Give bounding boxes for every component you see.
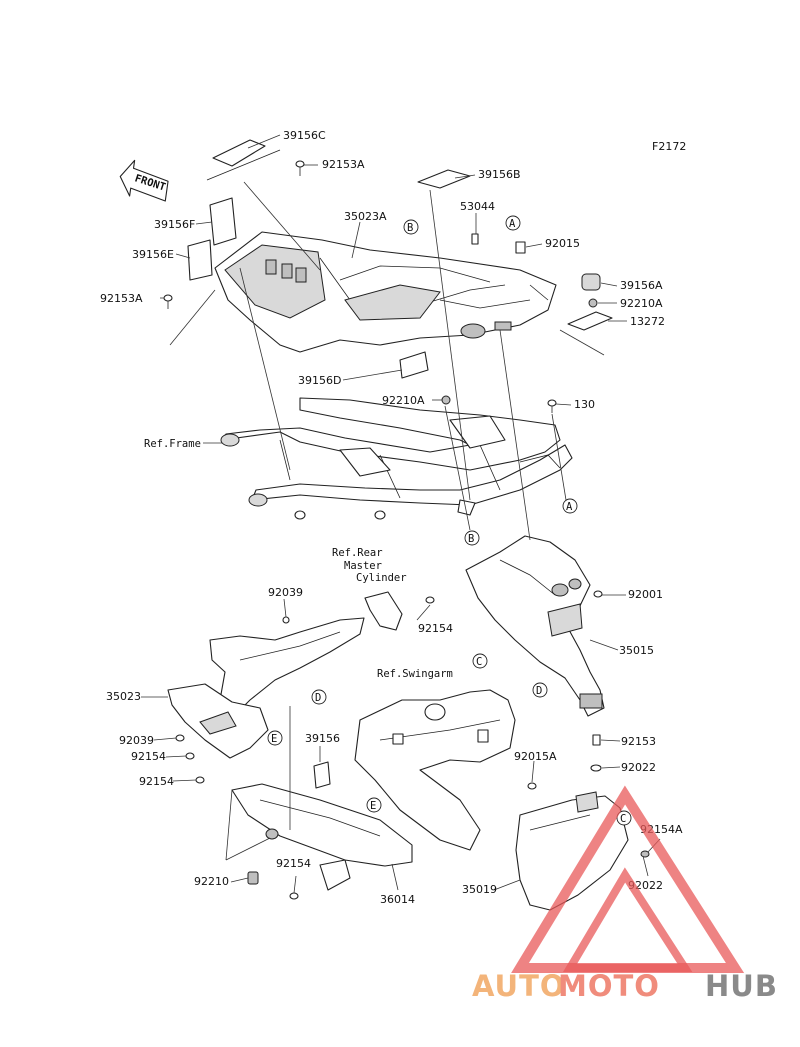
part-label: 35023 [106,690,141,703]
part-label: 92154 [276,857,311,870]
pad-39156B-drawing [417,169,471,189]
svg-text:E: E [370,800,376,812]
part-label: 92210A [620,297,663,310]
front-fender-35023-drawing [167,617,365,759]
bolt-92153A-drawing [295,160,305,176]
marker-c-lower: C [616,810,632,826]
bolt-92153A-lower-drawing [163,294,173,309]
washer-92022-drawing [590,764,602,772]
master-cylinder-bracket-drawing [364,591,435,631]
part-label: 39156E [132,248,174,261]
part-label: 130 [574,398,595,411]
part-label: 92039 [119,734,154,747]
svg-text:A: A [566,501,573,513]
svg-text:B: B [407,222,413,234]
watermark-hub: HUB [705,969,778,1003]
mudguard-35019-drawing [515,782,629,911]
chain-cover-36014-drawing [231,783,413,891]
pad-39156D-drawing [399,351,429,379]
strap-13272-drawing [567,311,613,331]
part-label: 36014 [380,893,415,906]
part-label: 39156B [478,168,521,181]
part-label: 92001 [628,588,663,601]
part-label: 92210 [194,875,229,888]
part-label: 35023A [344,210,387,223]
part-label: 35015 [619,644,654,657]
part-label: 92154 [139,775,174,788]
marker-b-upper: B [403,219,419,235]
part-label: 53044 [460,200,495,213]
damper-39156A-drawing [581,273,601,291]
tray-35023A-drawing [214,231,557,353]
part-label: 92015A [514,750,557,763]
part-label: 92039 [268,586,303,599]
swingarm-drawing [354,689,516,851]
marker-a-lower: A [562,498,578,514]
rear-fender-35015-drawing [465,535,605,717]
part-label: 39156F [154,218,195,231]
rear-frame-drawing [220,397,573,520]
marker-b-lower: B [464,530,480,546]
watermark-auto: AUTO [472,969,566,1003]
marker-e-mid: E [366,797,382,813]
part-label: 92022 [621,761,656,774]
svg-text:D: D [315,692,321,704]
nut-92210A-mid-drawing [441,395,451,405]
svg-text:E: E [271,733,277,745]
watermark-logo: AUTO MOTO HUB [472,785,778,1003]
ref-master-cylinder-line3: Cylinder [356,572,407,584]
svg-text:C: C [476,656,482,668]
part-label: 92154 [418,622,453,635]
marker-e-left: E [267,730,283,746]
bolt-92153-drawing [592,734,601,746]
nut-92210A-drawing [588,298,598,308]
nut-92210-drawing [247,871,259,885]
ref-swingarm-label: Ref.Swingarm [377,668,453,680]
svg-text:B: B [468,533,474,545]
part-label: 39156 [305,732,340,745]
figure-code: F2172 [652,140,686,153]
part-label: 92153A [322,158,365,171]
clip-92039-drawing [282,616,290,624]
part-label: 35019 [462,883,497,896]
part-label: 39156A [620,279,663,292]
marker-a-upper: A [505,215,521,231]
leader-lines [141,134,661,894]
clip-92039-lower-drawing [175,734,185,742]
front-arrow-icon: FRONT [119,159,169,202]
ref-master-cylinder-line1: Ref.Rear [332,547,383,559]
collar-92015-drawing [515,241,526,254]
ref-frame-label: Ref.Frame [144,438,201,450]
part-label: 92015 [545,237,580,250]
svg-text:A: A [509,218,516,230]
part-label: 92210A [382,394,425,407]
part-label: 39156C [283,129,326,142]
part-label: 39156D [298,374,341,387]
ref-master-cylinder-line2: Master [344,560,382,572]
marker-d-right: D [532,682,548,698]
pad-39156F-drawing [209,197,237,246]
part-label: 92153A [100,292,143,305]
marker-d-left: D [311,689,327,705]
bolt-130-drawing [547,399,557,413]
screw-92154A-drawing [640,850,650,858]
part-number-labels: 39156C 92153A 39156B 39156F 35023A 53044… [100,129,683,906]
pad-39156E-drawing [187,239,213,281]
part-label: 92154 [131,750,166,763]
pad-39156C-drawing [206,139,281,181]
bolt-92001-drawing [593,590,603,598]
marker-c-upper: C [472,653,488,669]
svg-text:D: D [536,685,542,697]
clip-53044-drawing [471,233,479,245]
svg-text:C: C [620,813,626,825]
part-label: 13272 [630,315,665,328]
watermark-moto: MOTO [558,969,660,1003]
part-label: 92153 [621,735,656,748]
pad-39156-drawing [313,761,331,789]
